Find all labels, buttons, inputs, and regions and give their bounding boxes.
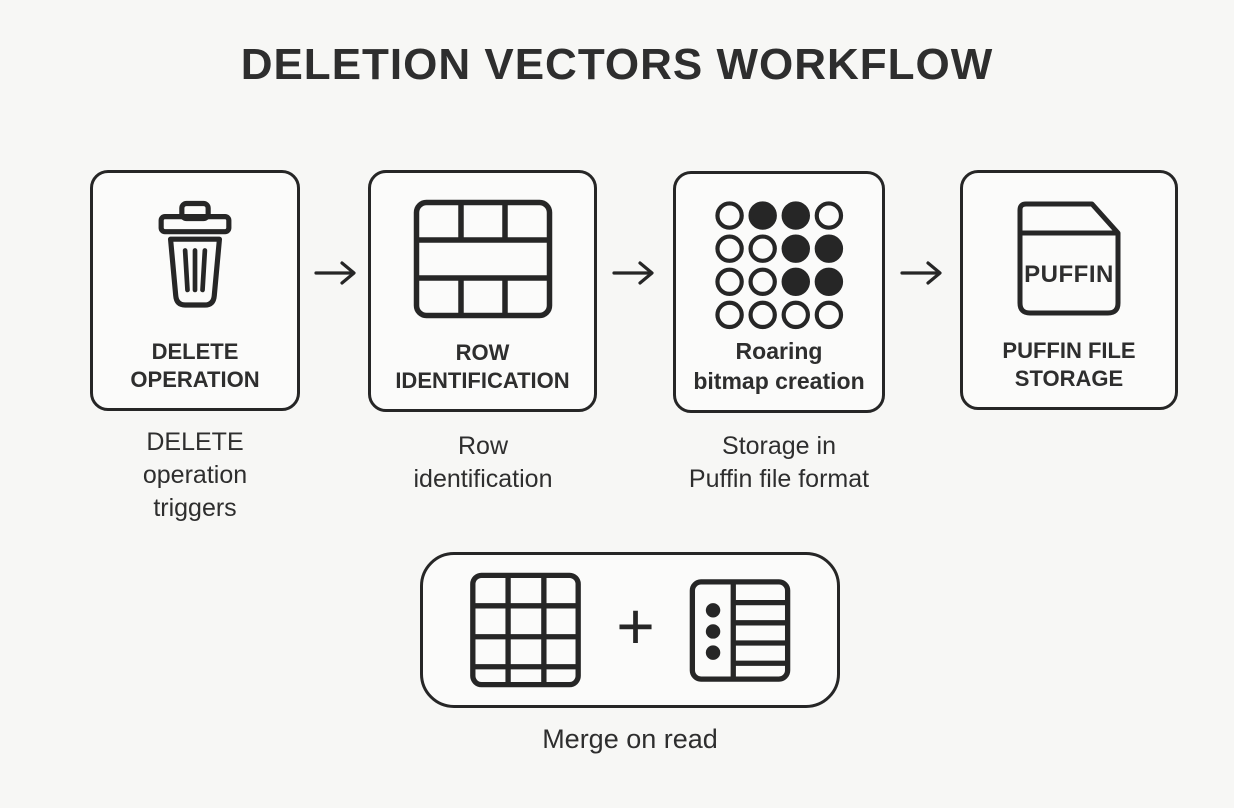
arrow-right-icon [900, 261, 942, 285]
caption-puffin-format: Storage in Puffin file format [688, 432, 870, 493]
trash-icon [158, 200, 232, 308]
arrow-right-icon [612, 261, 654, 285]
puffin-file-label: PUFFIN [1024, 261, 1114, 288]
caption-delete-operation: DELETE operation triggers [142, 428, 248, 522]
deletion-list-icon [689, 578, 791, 682]
merge-on-read-box: + [420, 552, 840, 708]
page-title: DELETION VECTORS WORKFLOW [240, 40, 994, 89]
step-box-roaring-bitmap: Roaring bitmap creation [673, 171, 885, 413]
step-label-roaring-bitmap: Roaring bitmap creation [693, 338, 865, 394]
step-box-puffin-storage: PUFFIN PUFFIN FILE STORAGE [960, 170, 1178, 410]
plus-icon: + [616, 589, 655, 663]
step-box-delete-operation: DELETE OPERATION [90, 170, 300, 411]
step-box-row-identification: ROW IDENTIFICATION [368, 170, 597, 412]
arrow-right-icon [314, 261, 356, 285]
merge-grid-icon [470, 572, 582, 688]
step-label-puffin-storage: PUFFIN FILE STORAGE [1002, 337, 1136, 391]
caption-merge-on-read: Merge on read [542, 724, 718, 754]
table-grid-icon [413, 199, 552, 319]
step-label-delete-operation: DELETE OPERATION [130, 338, 260, 392]
step-label-row-identification: ROW IDENTIFICATION [395, 339, 570, 393]
puffin-file-icon: PUFFIN [1017, 201, 1121, 316]
caption-row-identification: Row identification [413, 432, 553, 493]
bitmap-dots-icon [715, 201, 844, 330]
